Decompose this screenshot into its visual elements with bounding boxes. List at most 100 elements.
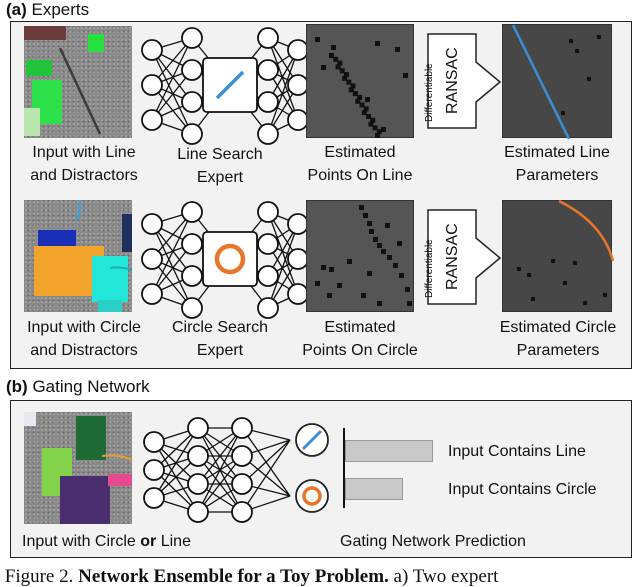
estimated-point	[331, 45, 336, 50]
estimated-point	[597, 35, 601, 39]
gating-input-image	[24, 412, 133, 524]
estimated-point	[329, 267, 334, 272]
network-node	[231, 501, 253, 523]
network-node	[287, 109, 309, 131]
network-node	[141, 283, 163, 305]
estimated-point	[329, 53, 334, 58]
estimated-point	[359, 205, 364, 210]
network-node	[231, 473, 253, 495]
estimated-point	[561, 111, 565, 115]
gating-input-label: Input with Circle or Line	[22, 533, 191, 550]
network-node	[287, 39, 309, 61]
figure-caption: Figure 2. Network Ensemble for a Toy Pro…	[4, 566, 499, 587]
network-node	[141, 74, 163, 96]
estimated-point	[365, 97, 370, 102]
circle-ransac-arrow	[427, 209, 502, 305]
estimated-point	[583, 301, 587, 305]
circle-params-image	[502, 199, 615, 312]
estimated-point	[405, 287, 410, 292]
network-node	[143, 459, 165, 481]
line-params-label: Estimated Line Parameters	[504, 144, 610, 184]
network-node	[257, 27, 279, 49]
network-node	[231, 417, 253, 439]
line-ransac-arrow	[427, 33, 502, 129]
network-node	[181, 91, 203, 113]
circle-input-arc	[75, 199, 133, 271]
estimated-point	[343, 72, 349, 78]
prediction-bar-line	[345, 440, 433, 462]
network-node	[257, 91, 279, 113]
circle-ransac-label: Differentiable RANSAC	[424, 223, 461, 298]
estimated-point	[321, 265, 326, 270]
estimated-point	[357, 94, 363, 100]
network-node	[141, 39, 163, 61]
estimated-point	[363, 106, 369, 112]
estimated-point	[575, 49, 579, 53]
prediction-bar-circle	[345, 478, 403, 500]
network-node	[257, 297, 279, 319]
circle-points-label: Estimated Points On Circle	[302, 319, 418, 359]
network-node	[257, 201, 279, 223]
gating-network	[143, 417, 291, 523]
estimated-point	[395, 47, 400, 52]
estimated-point	[327, 293, 332, 298]
estimated-point	[407, 301, 412, 306]
network-node	[181, 297, 203, 319]
network-node	[287, 74, 309, 96]
network-node	[187, 445, 209, 467]
network-node	[287, 248, 309, 270]
estimated-point	[372, 125, 378, 131]
estimated-point	[347, 259, 352, 264]
estimated-point	[363, 213, 368, 218]
estimated-point	[337, 283, 342, 288]
line-points-image	[306, 24, 414, 138]
estimated-point	[369, 229, 374, 234]
network-node	[181, 27, 203, 49]
line-input-line	[58, 47, 102, 135]
estimated-point	[376, 129, 382, 135]
estimated-point	[373, 237, 378, 242]
estimated-point	[348, 87, 354, 93]
network-node	[257, 233, 279, 255]
estimated-point	[361, 110, 367, 116]
estimated-point	[368, 121, 374, 127]
line-input-label: Input with Line and Distractors	[30, 144, 138, 184]
network-node	[257, 265, 279, 287]
estimated-point	[377, 301, 382, 306]
estimated-point	[346, 79, 352, 85]
estimated-point	[339, 68, 345, 74]
estimated-point	[385, 223, 390, 228]
network-node	[187, 473, 209, 495]
estimated-point	[333, 56, 339, 62]
network-node	[257, 59, 279, 81]
estimated-point	[603, 293, 607, 297]
estimated-point	[352, 91, 358, 97]
circle-input-image	[24, 199, 133, 312]
network-node	[143, 487, 165, 509]
section-a-title: (a) Experts	[6, 0, 90, 19]
estimated-point	[375, 133, 380, 138]
estimated-point	[370, 117, 376, 123]
line-expert-network	[141, 27, 309, 145]
network-node	[141, 109, 163, 131]
estimated-point	[355, 98, 361, 104]
estimated-point	[531, 297, 535, 301]
estimated-point	[393, 263, 398, 268]
network-node	[181, 233, 203, 255]
estimated-point	[381, 249, 386, 254]
estimated-point	[387, 255, 392, 260]
estimated-point	[397, 241, 402, 246]
estimated-point	[342, 75, 348, 81]
circle-params-label: Estimated Circle Parameters	[499, 319, 617, 359]
prediction-axis	[343, 428, 345, 508]
estimated-point	[381, 127, 386, 132]
estimated-point	[517, 267, 521, 271]
line-points-label: Estimated Points On Line	[307, 144, 413, 184]
circle-input-label: Input with Circle and Distractors	[27, 319, 141, 359]
estimated-point	[367, 221, 372, 226]
section-b-title: (b) Gating Network	[6, 377, 150, 396]
gating-output-icons	[295, 423, 329, 513]
estimated-point	[527, 273, 531, 277]
network-node	[181, 201, 203, 223]
estimated-point	[563, 281, 567, 285]
